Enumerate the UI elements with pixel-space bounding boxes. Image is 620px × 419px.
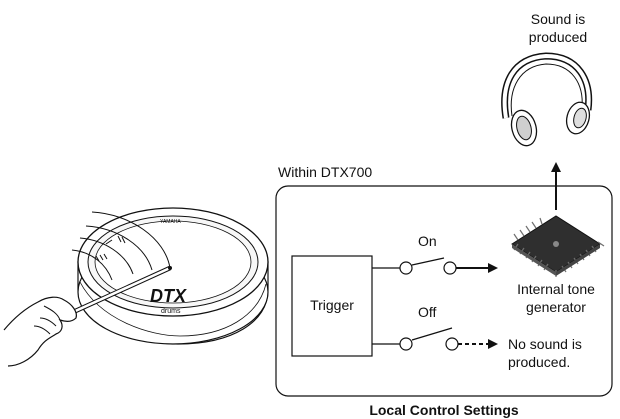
no-sound-label-line1: No sound is <box>508 336 582 352</box>
headphones-icon <box>501 52 593 147</box>
off-label: Off <box>418 304 437 320</box>
sound-produced-label: Sound is produced <box>518 10 598 46</box>
tone-generator-label: Internal tone generator <box>508 280 604 316</box>
drum-pad-illustration: DTX drums YAMAHA <box>3 207 269 367</box>
tone-generator-label-line1: Internal tone <box>517 281 595 297</box>
switch-on-lever <box>411 257 445 266</box>
on-label: On <box>418 233 437 249</box>
sound-produced-label-line2: produced <box>528 29 588 45</box>
switch-off-contact-right <box>445 337 459 351</box>
strike-arc-1 <box>91 211 171 269</box>
no-sound-label: No sound is produced. <box>508 335 582 371</box>
dtx-logo: DTX <box>150 286 187 306</box>
switch-on-contact-left <box>399 261 413 275</box>
trigger-box <box>291 255 373 357</box>
switch-on-contact-right <box>443 261 457 275</box>
switch-off-lever <box>411 327 453 341</box>
pad-brand: YAMAHA <box>160 219 181 225</box>
diagram-caption: Local Control Settings <box>369 402 519 418</box>
no-sound-label-line2: produced. <box>508 354 571 370</box>
dtx-logo-sub: drums <box>161 308 181 315</box>
within-dtx700-label: Within DTX700 <box>278 164 373 180</box>
switch-off-contact-left <box>399 337 413 351</box>
dtx700-housing-box <box>275 185 613 397</box>
tone-generator-label-line2: generator <box>526 299 586 315</box>
sound-produced-label-line1: Sound is <box>530 11 586 27</box>
tone-generator-chip-icon <box>511 215 605 277</box>
strike-arc-4 <box>71 249 113 281</box>
strike-arc-2 <box>85 225 153 271</box>
strike-arc-3 <box>79 237 134 275</box>
trigger-label: Trigger <box>310 297 354 313</box>
